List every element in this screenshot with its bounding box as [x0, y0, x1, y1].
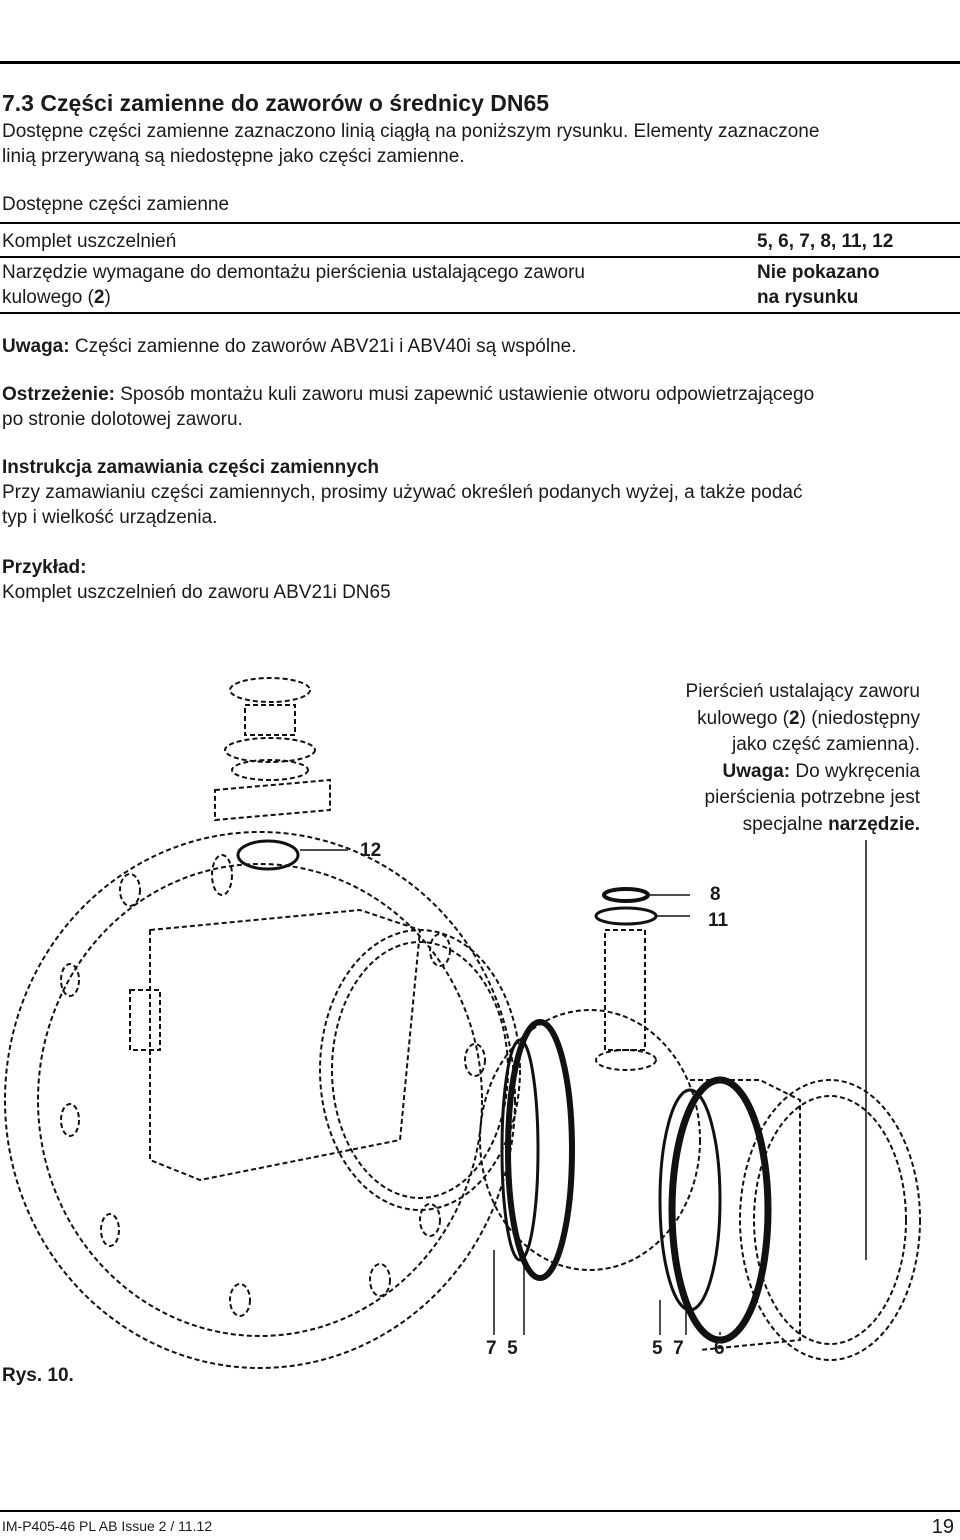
spares-row-2-name: Narzędzie wymagane do demontażu pierście…: [2, 260, 585, 310]
part-11-ring: [594, 906, 658, 926]
label-8: 8: [710, 884, 721, 905]
section-title: 7.3 Części zamienne do zaworów o średnic…: [2, 90, 550, 116]
ordering-heading: Instrukcja zamawiania części zamiennych: [2, 457, 380, 478]
table-rule-top: [0, 222, 960, 224]
exploded-valve-drawing: [4, 677, 921, 1369]
page-number: 19: [931, 1516, 954, 1538]
label-6: 6: [714, 1338, 725, 1359]
example-label: Przykład:: [2, 557, 87, 578]
note: Uwaga: Części zamienne do zaworów ABV21i…: [2, 336, 577, 357]
spares-row-1-name: Komplet uszczelnień: [2, 231, 177, 252]
ordering-instructions: Instrukcja zamawiania części zamiennych …: [2, 457, 803, 528]
warning: Ostrzeżenie: Sposób montażu kuli zaworu …: [2, 384, 815, 430]
label-11: 11: [708, 910, 729, 931]
left-flange-inner: [37, 863, 483, 1337]
label-5-7: 5 7: [652, 1338, 684, 1359]
spares-row-2-line-2: kulowego (2): [2, 287, 111, 308]
example-text: Komplet uszczelnień do zaworu ABV21i DN6…: [2, 582, 391, 603]
part-12-seal: [236, 839, 300, 871]
top-rule: [0, 61, 960, 64]
part-6-ring: [668, 1076, 772, 1344]
spares-row-1-parts: 5, 6, 7, 8, 11, 12: [757, 231, 894, 252]
figure-caption: Rys. 10.: [2, 1365, 74, 1386]
label-7-5: 7 5: [486, 1338, 518, 1359]
spares-row-2-parts: Nie pokazano na rysunku: [757, 260, 879, 310]
footer-rule: [0, 1510, 960, 1512]
spares-row-2-line-1: Narzędzie wymagane do demontażu pierście…: [2, 262, 585, 283]
stem-plate: [214, 778, 331, 822]
table-rule-mid: [0, 256, 960, 258]
valve-bore: [319, 929, 521, 1211]
ball: [479, 1009, 701, 1271]
right-end-connector: [739, 1079, 921, 1361]
part-5-seal-left: [500, 1038, 540, 1262]
stem: [604, 929, 646, 1051]
example: Przykład: Komplet uszczelnień do zaworu …: [2, 555, 391, 605]
spares-heading: Dostępne części zamienne: [2, 194, 230, 215]
part-8-ring: [602, 887, 650, 903]
intro-line-1: Dostępne części zamienne zaznaczono lini…: [2, 121, 820, 142]
intro-text: Dostępne części zamienne zaznaczono lini…: [2, 119, 819, 169]
spares-row-2-parts-line-2: na rysunku: [757, 287, 859, 308]
retaining-ring-callout: Pierścień ustalający zaworu kulowego (2)…: [685, 681, 920, 835]
table-rule-bottom: [0, 312, 960, 314]
intro-line-2: linią przerywaną są niedostępne jako czę…: [2, 146, 465, 167]
spares-row-2-parts-line-1: Nie pokazano: [757, 262, 880, 283]
label-12: 12: [360, 840, 382, 861]
part-7-seat-left: [505, 1019, 575, 1281]
doc-reference: IM-P405-46 PL AB Issue 2 / 11.12: [2, 1518, 213, 1534]
left-flange: [4, 831, 516, 1369]
